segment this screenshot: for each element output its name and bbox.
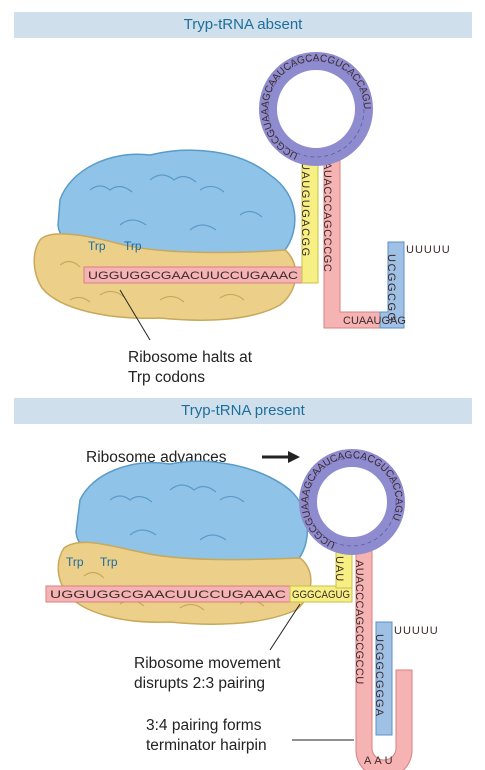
- region-4-sequence-top: UCGGCGG: [385, 254, 397, 323]
- caption-leader-line-top: [119, 289, 151, 341]
- advance-arrow-head: [288, 451, 300, 463]
- bottom-sequence-top: CUAAUGAG: [343, 315, 406, 327]
- poly-u-tail-bottom: UUUUU: [394, 625, 439, 637]
- caption-hairpin-line2: terminator hairpin: [146, 737, 267, 754]
- region-4-stem-top: [379, 241, 405, 329]
- caption-movement-line2: disrupts 2:3 pairing: [134, 675, 265, 692]
- caption-hairpin-line1: 3:4 pairing forms: [146, 717, 262, 734]
- region-2-sequence-top: UAUGUGACGG: [299, 162, 311, 258]
- caption-movement-line1: Ribosome movement: [134, 655, 281, 672]
- caption-halts-line2: Trp codons: [128, 369, 205, 386]
- ribosome-large-subunit-top: [57, 149, 296, 267]
- region-3-sequence-top: AUACCCAGCCCGC: [321, 162, 333, 272]
- region-2-sequence-bottom: GGGCAGUG: [292, 589, 350, 601]
- leader-sequence-top: UGGUGGCGAACUUCCUGAAAC: [88, 270, 298, 282]
- trp-label-2-bottom: Trp: [100, 555, 118, 569]
- caption-halts-line1: Ribosome halts at: [128, 349, 253, 366]
- region-4-stem-bottom: [375, 621, 393, 736]
- region-2-stem-sequence-bottom: UAU: [333, 556, 345, 582]
- region-3-stem-bottom: [355, 547, 413, 770]
- trp-label-2-top: Trp: [124, 239, 142, 253]
- hairpin-loop-sequence: AAU: [364, 755, 396, 767]
- trp-label-1-top: Trp: [88, 239, 106, 253]
- poly-u-tail-top: UUUUU: [406, 244, 451, 256]
- panel-header-present: Tryp-tRNA present: [14, 398, 472, 424]
- region-4-sequence-bottom: UCGGCGGGA: [373, 634, 385, 717]
- region-2-bottom: [289, 585, 353, 603]
- panel-header-absent: Tryp-tRNA absent: [14, 12, 472, 38]
- trp-label-1-bottom: Trp: [66, 555, 84, 569]
- caption-leader-line-movement: [269, 603, 301, 651]
- region-3-sequence-bottom: AUACCCAGCCCGCCU: [353, 560, 365, 685]
- leader-sequence-bottom: UGGUGGCGAACUUCCUGAAAC: [50, 589, 286, 601]
